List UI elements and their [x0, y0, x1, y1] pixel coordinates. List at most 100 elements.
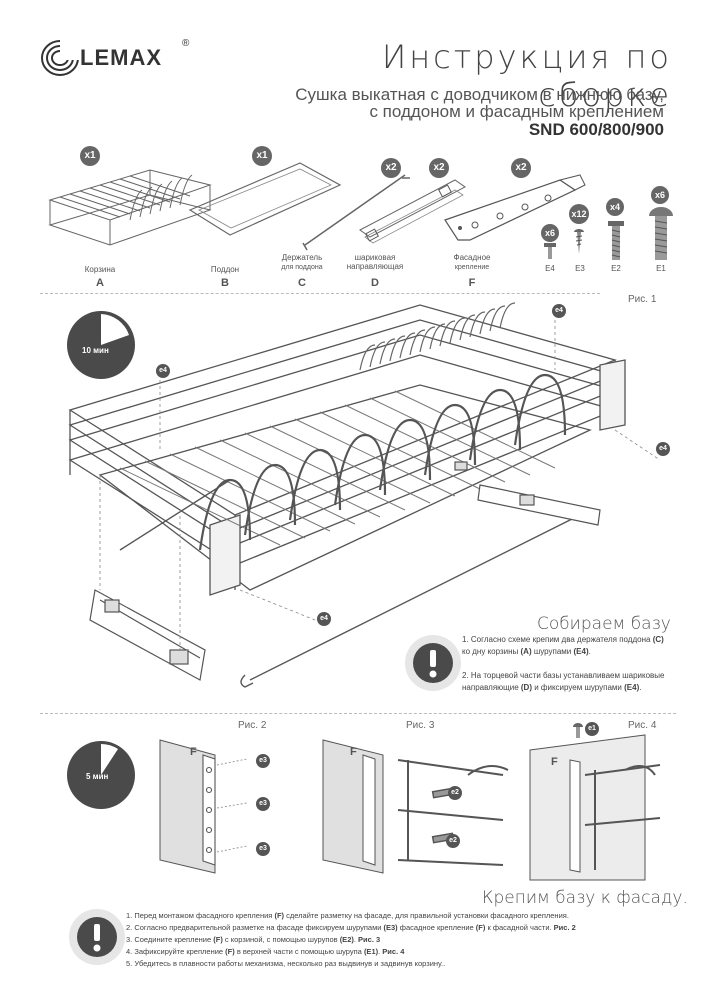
step-text: 3. Соедините крепление	[126, 935, 214, 944]
part-qty-badge: x1	[252, 146, 272, 166]
fig1-label: Рис. 1	[628, 294, 657, 305]
fig3-drawing	[322, 739, 509, 874]
step-1: 1. Перед монтажом фасадного крепления (F…	[126, 910, 686, 922]
tray-part-drawing	[188, 162, 342, 236]
subtitle-line2: с поддоном и фасадным креплением	[369, 102, 664, 121]
timer-10min-label: 10 мин	[82, 346, 109, 355]
screw-e1-icon	[649, 207, 673, 260]
screw-e4-icon	[544, 243, 556, 259]
screw-letter-e2: E2	[611, 264, 621, 273]
screw-letter-e4: E4	[545, 264, 555, 273]
model-number: SND 600/800/900	[528, 120, 664, 139]
note-bold: (E4)	[624, 683, 640, 692]
part-letter-b: B	[221, 277, 229, 289]
divider	[40, 293, 600, 294]
part-letter-d: D	[371, 277, 379, 289]
screw-tag-e4: e4	[317, 612, 331, 626]
screw-tag-e4: e4	[552, 304, 566, 318]
part-letter-a: A	[96, 277, 104, 289]
divider	[40, 713, 676, 714]
fig4-label: Рис. 4	[628, 720, 657, 731]
screw-e2-icon	[608, 221, 624, 260]
step-bold: (F)	[213, 935, 223, 944]
logo-registered-mark: ®	[182, 38, 190, 49]
basket-assembly-drawing	[68, 302, 661, 688]
screw-tag-e3: e3	[256, 842, 270, 856]
step-text: в верхней части с помощью шурупа	[234, 947, 364, 956]
section-title-assemble-base: Собираем базу	[537, 614, 671, 634]
logo-text: LEMAX	[80, 45, 162, 70]
page-title: Инструкция по сборке	[382, 38, 672, 114]
screw-qty-badge: x4	[606, 198, 624, 216]
step-bold: (E1)	[363, 947, 379, 956]
step-bold: (E2)	[339, 935, 354, 944]
part-letter-f: F	[468, 277, 476, 289]
step-bold: Рис. 2	[553, 923, 576, 932]
step-bold: (F)	[475, 923, 486, 932]
part-label-basket: Корзина	[84, 265, 116, 274]
attach-facade-steps: 1. Перед монтажом фасадного крепления (F…	[126, 910, 686, 970]
note-text: направляющие	[462, 683, 521, 692]
fig4-drawing	[529, 734, 661, 881]
part-letter-c: C	[298, 277, 306, 289]
fig3-f-letter: F	[350, 746, 357, 758]
step-text: 1. Перед монтажом фасадного крепления	[126, 911, 275, 920]
screw-e1-small-icon	[573, 723, 583, 738]
part-label-bracket: Фасадное крепление	[432, 253, 512, 272]
step-2: 2. Согласно предварительной разметке на …	[126, 922, 686, 934]
timer-5min-icon	[67, 741, 135, 809]
basket-part-drawing	[48, 169, 212, 246]
part-qty-badge: x1	[80, 146, 100, 166]
logo: LEMAX ®	[40, 38, 200, 78]
screw-letter-e3: E3	[575, 264, 585, 273]
note-bold: (C)	[652, 635, 664, 644]
fig2-drawing	[159, 739, 248, 874]
timer-10min-icon	[67, 311, 135, 379]
fig3-label: Рис. 3	[406, 720, 435, 731]
note-text: 2. На торцевой части базы устанавливаем …	[462, 671, 665, 680]
facade-bracket-part-drawing	[444, 174, 586, 241]
part-label-holder-line1: Держатель	[281, 253, 323, 262]
tray-holder-part-drawing	[302, 174, 410, 251]
fig2-f-letter: F	[190, 746, 197, 758]
part-label-holder: Держатель для поддона	[270, 253, 334, 272]
step-text: 5. Убедитесь в плавности работы механизм…	[126, 959, 446, 968]
screw-tag-e3: e3	[256, 797, 270, 811]
timer-5min-label: 5 мин	[86, 772, 109, 781]
step-text: с корзиной, с помощью шурупов	[222, 935, 340, 944]
exclamation-icon	[69, 909, 125, 965]
note-text: .	[639, 683, 642, 692]
screw-qty-badge: x6	[651, 186, 669, 204]
note-bold: (E4)	[573, 647, 589, 656]
part-label-holder-line2: для поддона	[281, 264, 323, 271]
step-bold: Рис. 3	[358, 935, 381, 944]
screw-tag-e2: e2	[446, 834, 460, 848]
step-text: .	[353, 935, 359, 944]
screw-letter-e1: E1	[656, 264, 666, 273]
step-bold: (F)	[225, 947, 235, 956]
screw-tag-e1: e1	[585, 722, 599, 736]
part-label-tray: Поддон	[210, 265, 240, 274]
assemble-base-note2: 2. На торцевой части базы устанавливаем …	[462, 670, 682, 694]
screw-e3-icon	[574, 229, 584, 254]
part-qty-badge: x2	[429, 158, 449, 178]
part-label-bracket-line2: крепление	[454, 264, 490, 271]
note-text: 1. Согласно схеме крепим два держателя п…	[462, 635, 653, 644]
step-text: .	[378, 947, 383, 956]
note-text: шурупами	[531, 647, 574, 656]
step-text: фасадное крепление	[397, 923, 476, 932]
step-text: 2. Согласно предварительной разметке на …	[126, 923, 384, 932]
part-label-slide-line2: направляющая	[346, 262, 404, 271]
step-4: 4. Зафиксируйте крепление (F) в верхней …	[126, 946, 686, 958]
step-3: 3. Соедините крепление (F) с корзиной, с…	[126, 934, 686, 946]
part-label-slide: шариковая направляющая	[335, 253, 415, 271]
screw-qty-badge: x6	[541, 224, 559, 242]
screw-qty-badge: x12	[569, 204, 589, 224]
fig4-f-letter: F	[551, 756, 558, 768]
screw-tag-e4: e4	[156, 364, 170, 378]
screw-tag-e3: e3	[256, 754, 270, 768]
subtitle-line1: Сушка выкатная с доводчиком в нижнюю баз…	[295, 85, 664, 104]
ball-slide-part-drawing	[359, 179, 466, 244]
section-title-attach-facade: Крепим базу к фасаду.	[482, 888, 688, 908]
step-5: 5. Убедитесь в плавности работы механизм…	[126, 958, 686, 970]
